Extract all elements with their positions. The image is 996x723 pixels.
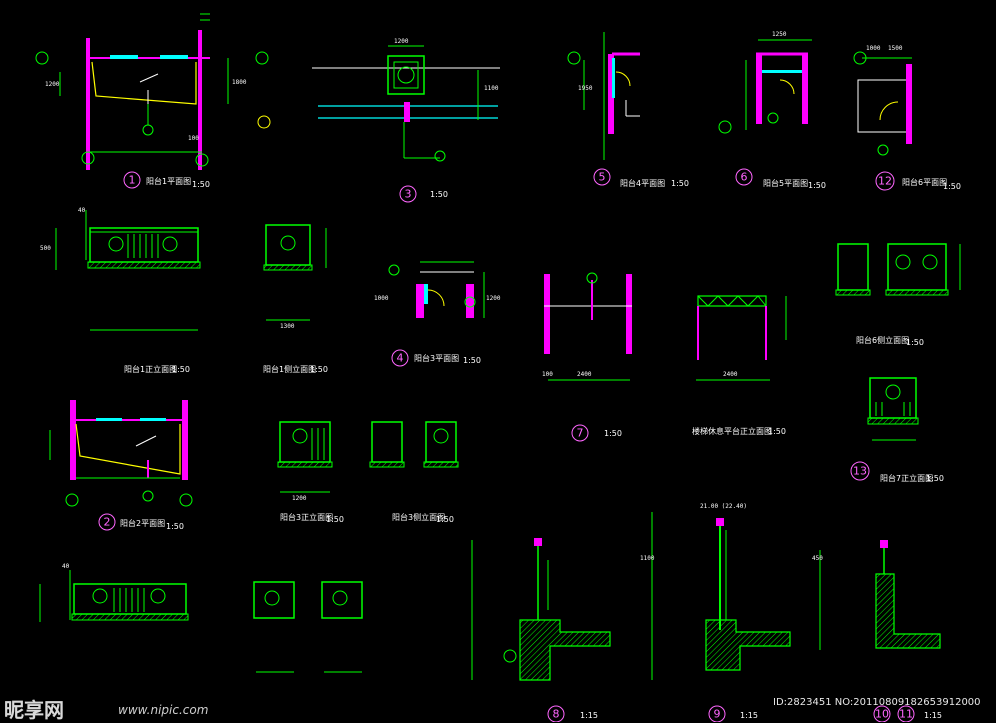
balcony-6-side-elevation: 阳台6侧立面图 1:50	[835, 243, 961, 347]
stair-platform-elevation: 2400 楼梯休息平台正立面图 1:50	[692, 295, 787, 436]
view-number: 3	[405, 188, 412, 201]
view-number: 6	[741, 171, 748, 184]
dim-label: 1200	[45, 81, 60, 88]
drawing-title: 楼梯休息平台正立面图	[692, 426, 772, 436]
drawing-title: 阳台3侧立面图	[392, 512, 445, 522]
dim-label: 1200	[486, 295, 501, 302]
view-number: 13	[853, 465, 867, 478]
view-3-section: 1200 1100 3 1:50	[312, 38, 500, 203]
view-5-balcony-plan: 1950 5 阳台4平面图 1:50	[567, 32, 689, 188]
view-9-detail-section: 21.00 (22.40) 1100 9 1:15	[640, 503, 791, 722]
drawing-title: 阳台3正立面图	[280, 512, 333, 522]
view-number: 12	[878, 175, 892, 188]
view-10-11-detail-section: 450 10 11 1:15	[812, 540, 942, 722]
view-scale: 1:50	[808, 181, 826, 190]
drawing-scale: 1:50	[326, 515, 344, 524]
view-1-balcony-plan: 1200 1800 100 1 阳台1平面图 1:50	[35, 13, 271, 189]
dim-label: 1500	[888, 45, 903, 52]
balcony-3-side-elevation: 阳台3侧立面图 1:50	[369, 421, 459, 524]
dim-label: 1950	[578, 85, 593, 92]
dim-label: 1200	[394, 38, 409, 45]
dim-label: 1000	[374, 295, 389, 302]
view-number: 7	[577, 427, 584, 440]
view-title: 阳台6平面图	[902, 177, 947, 187]
dim-label: 500	[40, 245, 51, 252]
site-watermark-url: www.nipic.com	[118, 703, 209, 717]
view-title: 阳台4平面图	[620, 178, 665, 188]
drawing-title: 阳台1正立面图	[124, 364, 177, 374]
view-number: 11	[899, 708, 913, 721]
drawing-scale: 1:50	[906, 338, 924, 347]
view-8-detail-section: 8 1:15	[471, 538, 611, 722]
dim-label: 1100	[484, 85, 499, 92]
dim-label: 40	[78, 207, 86, 214]
view-4-balcony-plan: 1200 1000 4 阳台3平面图 1:50	[374, 261, 501, 367]
balcony-1-side-elevation: 1300 阳台1侧立面图 1:50	[263, 224, 328, 374]
view-title: 阳台3平面图	[414, 353, 459, 363]
view-number: 10	[875, 708, 889, 721]
view-13-front-elevation: 13 阳台7正立面图 1:50	[850, 377, 944, 483]
image-id-text: ID:2823451 NO:20110809182653912000	[773, 697, 981, 708]
dim-label: 1250	[772, 31, 787, 38]
view-title: 阳台5平面图	[763, 178, 808, 188]
view-scale: 1:50	[926, 474, 944, 483]
view-number: 5	[599, 171, 606, 184]
drawing-scale: 1:50	[768, 427, 786, 436]
balcony-1-front-elevation: 40 500 阳台1正立面图 1:50	[40, 207, 201, 374]
view-number: 9	[714, 708, 721, 721]
drawing-title: 阳台1侧立面图	[263, 364, 316, 374]
view-number: 8	[553, 708, 560, 721]
view-scale: 1:50	[604, 429, 622, 438]
drawing-scale: 1:50	[310, 365, 328, 374]
dim-label: 21.00 (22.40)	[700, 503, 747, 510]
view-number: 1	[129, 174, 136, 187]
view-title: 阳台2平面图	[120, 518, 165, 528]
drawing-title: 阳台6侧立面图	[856, 335, 909, 345]
dim-label: 450	[812, 555, 823, 562]
drawing-scale: 1:50	[172, 365, 190, 374]
view-2-balcony-plan: 2 阳台2平面图 1:50	[49, 400, 193, 531]
dim-label: 100	[542, 371, 553, 378]
dim-label: 1100	[640, 555, 655, 562]
view-title: 阳台7正立面图	[880, 473, 933, 483]
view-number: 4	[397, 352, 404, 365]
dim-label: 1800	[232, 79, 247, 86]
view-scale: 1:50	[671, 179, 689, 188]
view-scale: 1:15	[924, 711, 942, 720]
view-scale: 1:50	[192, 180, 210, 189]
dim-label: 2400	[577, 371, 592, 378]
view-6-balcony-plan: 1250 6 阳台5平面图 1:50	[718, 31, 826, 190]
view-scale: 1:50	[943, 182, 961, 191]
view-7-plan: 2400 100 7 1:50	[542, 272, 632, 442]
dim-label: 1300	[280, 323, 295, 330]
view-scale: 1:50	[166, 522, 184, 531]
view-title: 阳台1平面图	[146, 176, 191, 186]
view-scale: 1:15	[580, 711, 598, 720]
view-scale: 1:50	[430, 190, 448, 199]
site-watermark-logo: 昵享网	[4, 698, 64, 722]
dim-label: 1200	[292, 495, 307, 502]
dim-label: 1000	[866, 45, 881, 52]
dim-label: 2400	[723, 371, 738, 378]
view-scale: 1:50	[463, 356, 481, 365]
view-scale: 1:15	[740, 711, 758, 720]
dim-label: 100	[188, 135, 199, 142]
balcony-3-front-elevation: 1200 阳台3正立面图 1:50	[277, 421, 344, 524]
dim-label: 40	[62, 563, 70, 570]
view-12-balcony-plan: 1000 1500 12 阳台6平面图 1:50	[853, 45, 961, 191]
view-number: 2	[104, 516, 111, 529]
bottom-left-elevations: 40	[39, 563, 363, 673]
drawing-scale: 1:50	[436, 515, 454, 524]
